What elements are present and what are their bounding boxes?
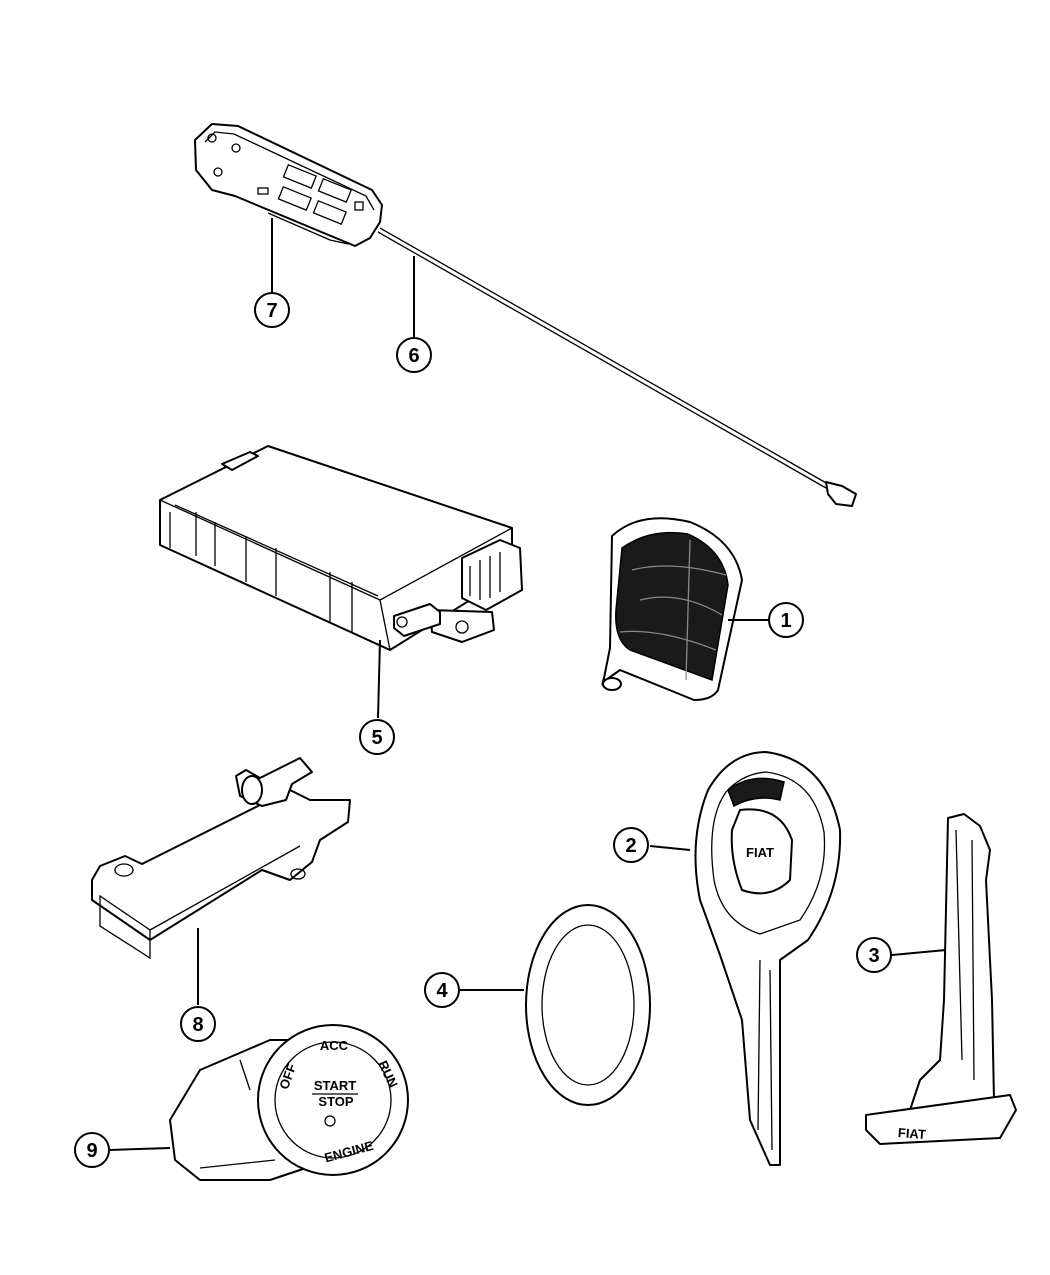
- callout-7: 7: [254, 292, 290, 328]
- emergency-key-part: FIAT: [865, 813, 1017, 1145]
- callout-4: 4: [424, 972, 460, 1008]
- bezel-ring-part: [525, 904, 651, 1106]
- callout-9: 9: [74, 1132, 110, 1168]
- antenna-module-part: [91, 757, 351, 960]
- switch-start-label: START: [314, 1078, 356, 1093]
- callout-6-number: 6: [408, 345, 419, 367]
- callout-9-number: 9: [86, 1140, 97, 1162]
- control-module-part: [159, 445, 523, 651]
- callout-1-number: 1: [780, 610, 791, 632]
- ignition-switch-part: ACC OFF RUN START STOP ENGINE: [169, 1024, 409, 1181]
- callout-3: 3: [856, 937, 892, 973]
- callout-6: 6: [396, 337, 432, 373]
- key-fob-part: [601, 517, 743, 701]
- callout-3-number: 3: [868, 945, 879, 967]
- key-fiat-logo-text: FIAT: [746, 845, 774, 860]
- leader-line-3: [891, 949, 947, 956]
- antenna-plate-part: [194, 123, 383, 247]
- callout-2-number: 2: [625, 835, 636, 857]
- callout-2: 2: [613, 827, 649, 863]
- callout-1: 1: [768, 602, 804, 638]
- callout-7-number: 7: [266, 300, 277, 322]
- blade-fiat-logo-text: FIAT: [897, 1125, 926, 1142]
- callout-5-number: 5: [371, 727, 382, 749]
- fiat-key-part: FIAT: [694, 751, 842, 1166]
- callout-5: 5: [359, 719, 395, 755]
- switch-stop-label: STOP: [318, 1094, 353, 1109]
- switch-acc-label: ACC: [320, 1038, 349, 1053]
- callout-8: 8: [180, 1006, 216, 1042]
- leader-line-2: [649, 845, 691, 851]
- callout-4-number: 4: [436, 980, 448, 1002]
- callout-8-number: 8: [192, 1014, 203, 1036]
- antenna-cable-part: [377, 227, 857, 507]
- leader-line-5: [377, 639, 381, 719]
- leader-line-9: [109, 1147, 171, 1151]
